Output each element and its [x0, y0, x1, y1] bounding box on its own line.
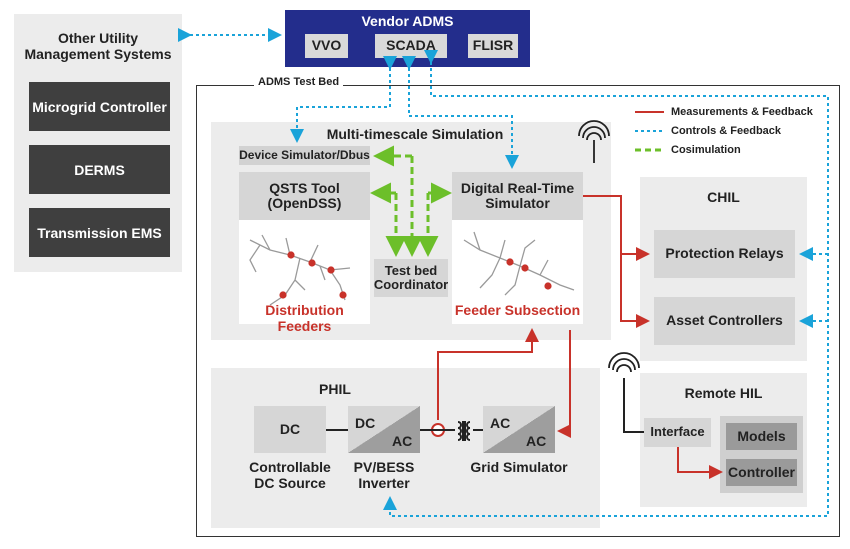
vvo-box: VVO	[305, 34, 348, 58]
dc-source-caption: Controllable DC Source	[249, 459, 331, 492]
protection-relays-box: Protection Relays	[654, 230, 795, 278]
distribution-feeders-label: Distribution Feeders	[265, 302, 344, 335]
feeder-subsection-map	[463, 231, 575, 296]
grid-simulator-box	[483, 406, 555, 453]
transformer-coil-left	[457, 421, 462, 441]
link-scada-drts	[402, 56, 519, 169]
qsts-title-box: QSTS Tool (OpenDSS)	[239, 172, 370, 220]
interface-box: Interface	[644, 418, 711, 447]
antenna-icon-remote	[608, 352, 640, 373]
dc-source-box: DC	[254, 406, 326, 453]
chil-title: CHIL	[707, 189, 740, 205]
distribution-feeder-map	[249, 234, 351, 306]
meas-phil-drts	[437, 328, 539, 420]
transmission-ems-box: Transmission EMS	[29, 208, 170, 257]
grid-ac-top-label: AC	[490, 415, 511, 431]
controller-box: Controller	[726, 459, 797, 486]
link-antenna-interface	[623, 378, 644, 433]
legend-measurements: Measurements & Feedback	[671, 106, 813, 118]
meas-drts-asset	[620, 254, 650, 328]
link-scada-device-sim	[290, 56, 397, 143]
flisr-box: FLISR	[468, 34, 518, 58]
drts-title-box: Digital Real-Time Simulator	[452, 172, 583, 220]
link-scada-remote	[383, 50, 829, 517]
microgrid-controller-box: Microgrid Controller	[29, 82, 170, 131]
meas-drts-grid	[557, 330, 571, 438]
other-systems-title: Other Utility Management Systems	[24, 30, 172, 63]
remote-hil-title: Remote HIL	[684, 385, 763, 401]
feeder-subsection-label: Feeder Subsection	[454, 302, 581, 318]
inverter-dc-label: DC	[355, 415, 376, 431]
device-simulator-box: Device Simulator/Dbus	[239, 146, 370, 165]
meas-interface-controller	[677, 447, 723, 479]
grid-simulator-caption: Grid Simulator	[470, 459, 568, 475]
transformer-coil-right	[466, 421, 471, 441]
models-box: Models	[726, 423, 797, 450]
antenna-icon	[578, 120, 610, 163]
vendor-adms-title: Vendor ADMS	[361, 13, 454, 29]
legend-cosim: Cosimulation	[671, 144, 741, 156]
legend-controls: Controls & Feedback	[671, 125, 782, 137]
meas-drts-protection	[583, 195, 650, 261]
phil-title: PHIL	[319, 381, 351, 397]
grid-ac-bottom-label: AC	[526, 433, 547, 449]
derms-box: DERMS	[29, 145, 170, 194]
asset-controllers-box: Asset Controllers	[654, 297, 795, 345]
